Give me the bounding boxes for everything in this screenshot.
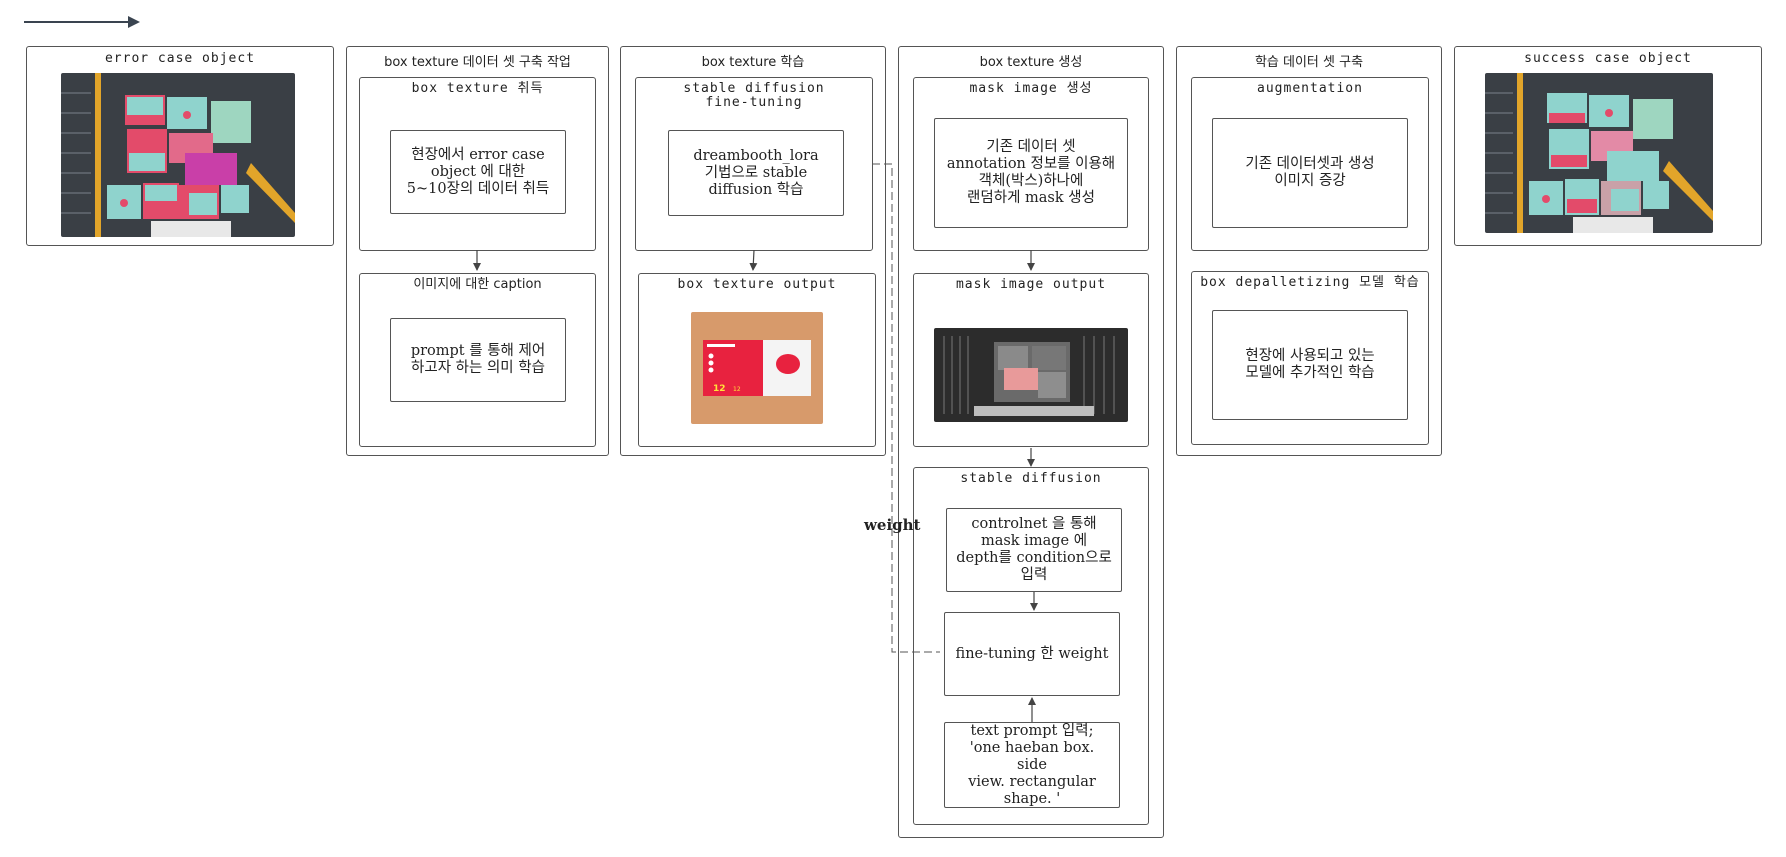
lane-error-case-object: error case object (26, 46, 334, 246)
group-box-texture-acquire: box texture 취득 현장에서 error case object 에 … (359, 77, 596, 251)
group-title: augmentation (1257, 81, 1363, 96)
group-title: box depalletizing 모델 학습 (1200, 275, 1420, 290)
svg-text:12: 12 (733, 386, 741, 393)
group-title: mask image output (955, 277, 1107, 292)
group-box-texture-output: box texture output 12 12 (638, 273, 876, 447)
lane-title: box texture 학습 (701, 55, 805, 70)
group-stable-diffusion: stable diffusion controlnet 을 통해 mask im… (913, 467, 1149, 825)
step-finetuned-weight: fine-tuning 한 weight (944, 612, 1120, 696)
group-title: mask image 생성 (969, 81, 1093, 96)
step-dreambooth-lora: dreambooth_lora 기법으로 stable diffusion 학습 (668, 130, 844, 216)
step-text-prompt: text prompt 입력; 'one haeban box. side vi… (944, 722, 1120, 808)
group-title: stable diffusion (960, 471, 1102, 486)
lane-title: success case object (1524, 51, 1692, 66)
group-image-caption: 이미지에 대한 caption prompt 를 통해 제어 하고자 하는 의미… (359, 273, 596, 447)
group-title: stable diffusion fine-tuning (683, 81, 825, 110)
weight-connector-label: weight (864, 516, 921, 534)
group-mask-image-create: mask image 생성 기존 데이터 셋 annotation 정보를 이용… (913, 77, 1149, 251)
lane-title: 학습 데이터 셋 구축 (1254, 55, 1364, 70)
group-title: box texture output (677, 277, 837, 292)
mask-image-output (934, 328, 1128, 422)
lane-box-texture-generation: box texture 생성 mask image 생성 기존 데이터 셋 an… (898, 46, 1164, 838)
lane-box-texture-training: box texture 학습 stable diffusion fine-tun… (620, 46, 886, 456)
legend-arrow-icon (24, 14, 144, 28)
step-additional-training: 현장에 사용되고 있는 모델에 추가적인 학습 (1212, 310, 1408, 420)
lane-training-dataset: 학습 데이터 셋 구축 augmentation 기존 데이터셋과 생성 이미지… (1176, 46, 1442, 456)
group-sd-finetuning: stable diffusion fine-tuning dreambooth_… (635, 77, 873, 251)
step-random-mask: 기존 데이터 셋 annotation 정보를 이용해 객체(박스)하나에 랜덤… (934, 118, 1128, 228)
group-mask-image-output: mask image output (913, 273, 1149, 447)
lane-title: box texture 데이터 셋 구축 작업 (384, 55, 571, 70)
lane-box-texture-dataset: box texture 데이터 셋 구축 작업 box texture 취득 현… (346, 46, 609, 456)
lane-title: error case object (104, 51, 256, 66)
group-depalletizing-training: box depalletizing 모델 학습 현장에 사용되고 있는 모델에 … (1191, 271, 1429, 445)
lane-success-case-object: success case object (1454, 46, 1762, 246)
group-title: 이미지에 대한 caption (413, 277, 542, 292)
lane-title: box texture 생성 (979, 55, 1083, 70)
step-prompt-learning: prompt 를 통해 제어 하고자 하는 의미 학습 (390, 318, 566, 402)
success-case-photo (1485, 73, 1713, 233)
group-title: box texture 취득 (411, 81, 544, 96)
product-number: 12 (713, 384, 726, 394)
step-acquire-data: 현장에서 error case object 에 대한 5~10장의 데이터 취… (390, 130, 566, 214)
step-augment: 기존 데이터셋과 생성 이미지 증강 (1212, 118, 1408, 228)
box-texture-output-image: 12 12 (691, 312, 823, 424)
group-augmentation: augmentation 기존 데이터셋과 생성 이미지 증강 (1191, 77, 1429, 251)
step-controlnet: controlnet 을 통해 mask image 에 depth를 cond… (946, 508, 1122, 592)
error-case-photo (61, 73, 295, 237)
